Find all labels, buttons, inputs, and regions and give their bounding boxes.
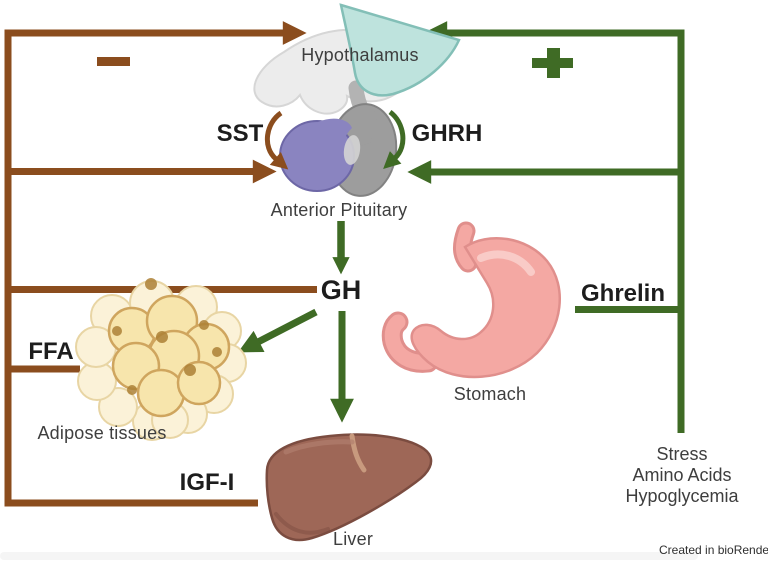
liver-label: Liver	[332, 529, 374, 549]
bottom-divider	[0, 552, 698, 560]
stimulus-amino-acids: Amino Acids	[632, 465, 732, 485]
plus-sign-icon	[532, 48, 573, 78]
ghrelin-stimuli-list: Stress Amino Acids Hypoglycemia	[625, 444, 738, 507]
stimulus-hypoglycemia: Hypoglycemia	[625, 486, 739, 506]
positive-feedback-loop	[407, 21, 685, 433]
ghrh-stimulate-curved-arrow	[383, 109, 406, 169]
liver-illustration	[265, 433, 433, 542]
sst-label: SST	[216, 120, 264, 147]
inhibit-spine-and-top-arrow	[4, 21, 307, 507]
hypothalamus-label: Hypothalamus	[301, 45, 419, 65]
biorender-credit: Created in bioRende	[659, 543, 768, 557]
stimulus-stress: Stress	[656, 444, 708, 464]
adipose-tissues-label: Adipose tissues	[37, 423, 167, 443]
minus-sign-icon	[97, 57, 130, 66]
stimulate-spine-and-top-arrow	[423, 21, 685, 433]
gh-to-adipose-arrow	[237, 308, 318, 353]
gh-label: GH	[320, 275, 362, 305]
adipose-tissue-illustration	[75, 278, 247, 441]
anterior-pituitary-label: Anterior Pituitary	[270, 200, 408, 220]
hypothalamus-pituitary-illustration	[253, 3, 461, 197]
ghrelin-label: Ghrelin	[580, 280, 666, 307]
ffa-label: FFA	[28, 338, 74, 365]
stomach-illustration	[381, 221, 561, 379]
ghrh-label: GHRH	[411, 120, 483, 147]
sst-inhibit-curved-arrow	[264, 110, 289, 170]
igf1-label: IGF-I	[179, 469, 235, 496]
stomach-label: Stomach	[453, 384, 527, 404]
